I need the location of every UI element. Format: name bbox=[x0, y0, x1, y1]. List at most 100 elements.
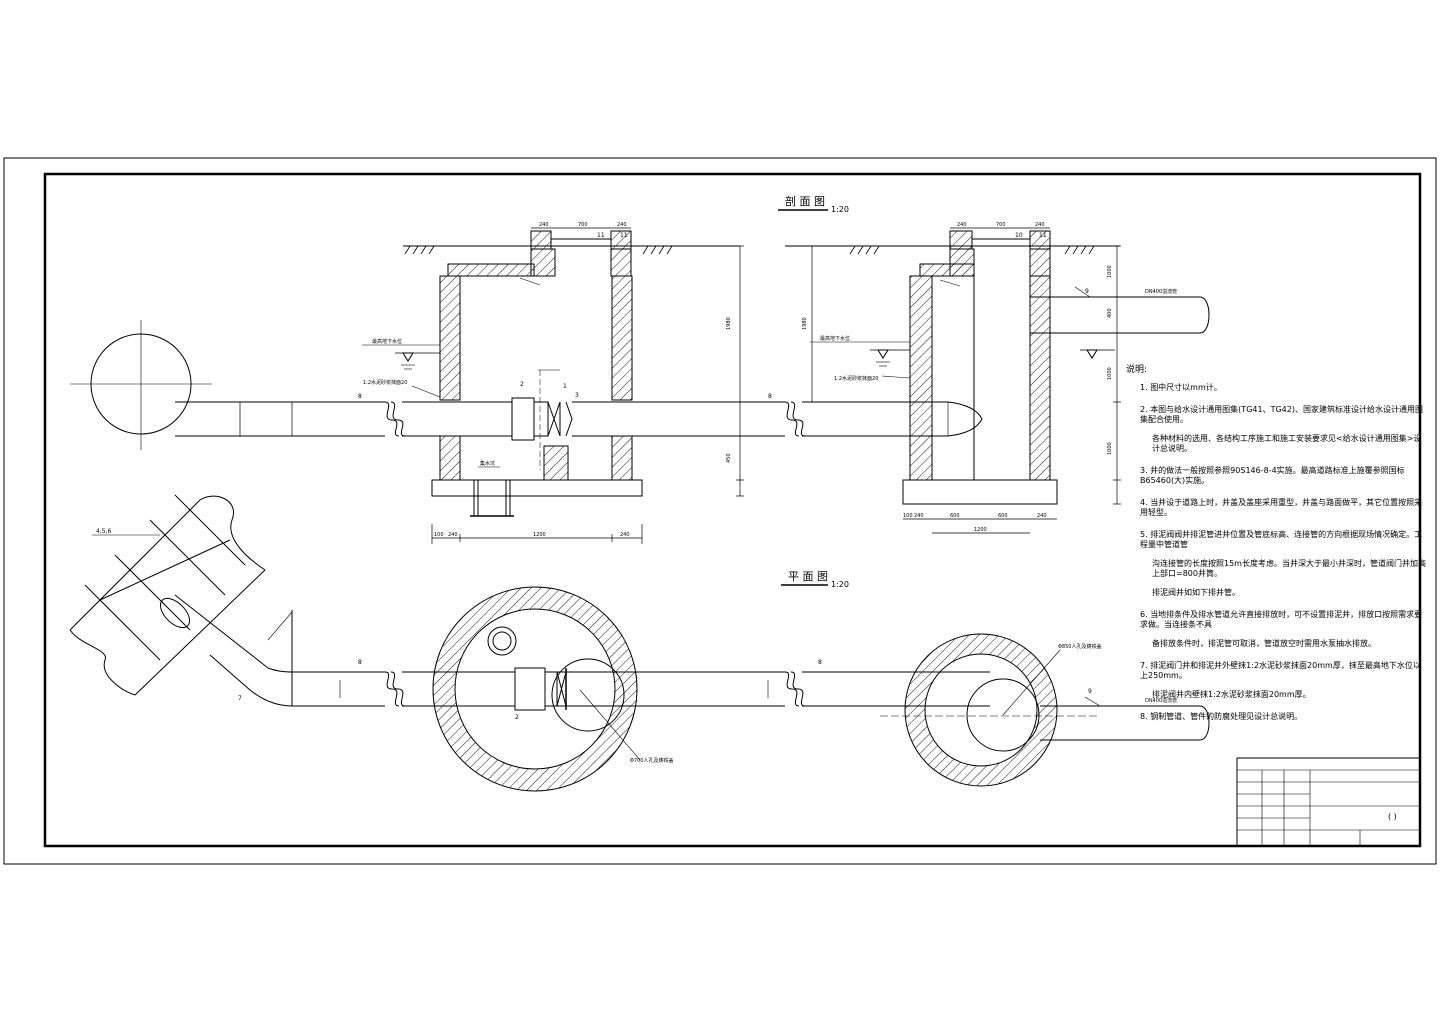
note-item: 2. 本图与给水设计通用图集(TG41、TG42)、国家建筑标准设计给水设计通用… bbox=[1140, 405, 1426, 454]
callout-11-left: 11 bbox=[620, 232, 628, 239]
svg-text:1200: 1200 bbox=[533, 532, 546, 538]
manhole-right-label: Φ850人孔及铸铁盖 bbox=[1058, 643, 1101, 650]
note-text: 排泥阀门井和排泥井外壁抹1:2水泥砂浆抹面20mm厚，抹至最高地下水位以上250… bbox=[1140, 661, 1421, 681]
plaster-label-left: 1:2水泥砂浆抹面20 bbox=[363, 379, 407, 386]
note-number: 5. bbox=[1140, 530, 1148, 540]
callout-8-plan-left: 8 bbox=[358, 659, 362, 666]
note-text: 备排放条件时，排泥管可取消，管道放空时需用水泵抽水排放。 bbox=[1152, 639, 1376, 649]
callout-7-plan: 7 bbox=[238, 695, 242, 702]
svg-text:240: 240 bbox=[957, 222, 967, 228]
outlet-pipe-label-section: DN400溢流管 bbox=[1145, 288, 1177, 295]
callout-8-section-right: 8 bbox=[768, 393, 772, 400]
note-item: 1. 图中尺寸以mm计。 bbox=[1140, 383, 1426, 393]
svg-text:240: 240 bbox=[914, 513, 924, 519]
svg-text:240: 240 bbox=[1037, 513, 1047, 519]
svg-text:1980: 1980 bbox=[802, 317, 808, 330]
note-text: 排泥阀井如如下排井管。 bbox=[1152, 588, 1240, 598]
svg-text:1200: 1200 bbox=[974, 527, 987, 533]
note-line: 4. 当井设于道路上时，井盖及盖座采用重型，井盖与路面做平，其它位置按照采用轻型… bbox=[1140, 498, 1426, 518]
notes-list: 1. 图中尺寸以mm计。 2. 本图与给水设计通用图集(TG41、TG42)、国家… bbox=[1126, 383, 1426, 722]
manhole-left-label: Φ700人孔及铸铁盖 bbox=[630, 757, 673, 764]
svg-text:1000: 1000 bbox=[1107, 367, 1113, 380]
callout-9-section: 9 bbox=[1085, 288, 1089, 295]
callout-2-section: 2 bbox=[520, 381, 524, 388]
note-text: 本图与给水设计通用图集(TG41、TG42)、国家建筑标准设计给水设计通用图集配… bbox=[1140, 405, 1423, 425]
svg-text:400: 400 bbox=[1107, 308, 1113, 318]
note-line: 5. 排泥阀阀井排泥管进井位置及管底标高、连接管的方向根据现场情况确定。工程量中… bbox=[1140, 530, 1426, 550]
svg-text:240: 240 bbox=[617, 222, 627, 228]
notes-title: 说明: bbox=[1126, 365, 1148, 375]
note-text: 当地排条件及排水管道允许直接排放时，可不设置排泥井，排放口按照需求要求做。当连接… bbox=[1140, 610, 1423, 630]
svg-text:100: 100 bbox=[434, 532, 444, 538]
svg-text:1980: 1980 bbox=[726, 317, 732, 330]
note-number: 8. bbox=[1140, 712, 1148, 722]
plaster-label-right: 1:2水泥砂浆抹面20 bbox=[834, 375, 878, 382]
note-item: 4. 当井设于道路上时，井盖及盖座采用重型，井盖与路面做平，其它位置按照采用轻型… bbox=[1140, 498, 1426, 518]
callout-3-section: 3 bbox=[575, 392, 579, 399]
note-text: 井的做法一般按照参照90S146-8-4实施。最高道路标准上施覆参照国标B654… bbox=[1140, 466, 1405, 486]
svg-text:240: 240 bbox=[1035, 222, 1045, 228]
bundle-marks-label: 4,5,6 bbox=[96, 528, 111, 535]
note-number: 3. bbox=[1140, 466, 1148, 476]
title-block bbox=[1236, 757, 1421, 847]
note-text: 当井设于道路上时，井盖及盖座采用重型，井盖与路面做平，其它位置按照采用轻型。 bbox=[1140, 498, 1423, 518]
callout-10-left: 11 bbox=[597, 232, 605, 239]
note-line: 沟连接管的长度按照15m长度考虑。当井深大于最小井深时，管道阀门井加高上部口=8… bbox=[1140, 559, 1426, 579]
sump-label: 集水坑 bbox=[480, 460, 495, 467]
svg-text:240: 240 bbox=[620, 532, 630, 538]
section-scale: 1:20 bbox=[831, 205, 849, 214]
svg-text:600: 600 bbox=[950, 513, 960, 519]
outlet-pipe-label-plan: DN400溢流管 bbox=[1145, 697, 1177, 704]
note-text: 沟连接管的长度按照15m长度考虑。当井深大于最小井深时，管道阀门井加高上部口=8… bbox=[1152, 559, 1426, 579]
section-title: 剖 面 图 bbox=[785, 194, 825, 208]
note-line: 各种材料的选用、各结构工序施工和施工安装要求见<给水设计通用图集>设计总说明。 bbox=[1140, 434, 1426, 454]
plan-title: 平 面 图 bbox=[788, 570, 828, 583]
note-line: 排泥阀井如如下排井管。 bbox=[1140, 588, 1426, 598]
outer-border bbox=[3, 157, 1437, 865]
plan-view bbox=[69, 494, 1210, 792]
svg-text:1000: 1000 bbox=[1107, 442, 1113, 455]
note-item: 3. 井的做法一般按照参照90S146-8-4实施。最高道路标准上施覆参照国标B… bbox=[1140, 466, 1426, 486]
callout-1-section: 1 bbox=[563, 383, 567, 390]
note-text: 排泥阀阀井排泥管进井位置及管底标高、连接管的方向根据现场情况确定。工程量中管道管 bbox=[1140, 530, 1423, 550]
svg-text:700: 700 bbox=[578, 222, 588, 228]
left-section-chamber: 240 700 240 bbox=[70, 222, 744, 544]
note-line: 2. 本图与给水设计通用图集(TG41、TG42)、国家建筑标准设计给水设计通用… bbox=[1140, 405, 1426, 425]
note-item: 7. 排泥阀门井和排泥井外壁抹1:2水泥砂浆抹面20mm厚，抹至最高地下水位以上… bbox=[1140, 661, 1426, 700]
note-text: 钢制管道、管件的防腐处理见设计总说明。 bbox=[1150, 712, 1303, 722]
svg-text:450: 450 bbox=[726, 453, 732, 463]
svg-text:1000: 1000 bbox=[1107, 265, 1113, 278]
note-text: 排泥阀井内壁抹1:2水泥砂浆抹面20mm厚。 bbox=[1152, 690, 1311, 700]
note-number: 4. bbox=[1140, 498, 1148, 508]
note-item: 5. 排泥阀阀井排泥管进井位置及管底标高、连接管的方向根据现场情况确定。工程量中… bbox=[1140, 530, 1426, 598]
note-line: 备排放条件时，排泥管可取消，管道放空时需用水泵抽水排放。 bbox=[1140, 639, 1426, 649]
sheet-number: ( ) bbox=[1388, 812, 1397, 821]
svg-text:700: 700 bbox=[996, 222, 1006, 228]
callout-10-right: 10 bbox=[1015, 232, 1023, 239]
note-number: 1. bbox=[1140, 383, 1148, 393]
plan-scale: 1:20 bbox=[831, 580, 849, 589]
inner-border bbox=[43, 172, 1422, 848]
note-text: 图中尺寸以mm计。 bbox=[1150, 383, 1222, 393]
note-line: 1. 图中尺寸以mm计。 bbox=[1140, 383, 1426, 393]
svg-text:600: 600 bbox=[998, 513, 1008, 519]
note-number: 7. bbox=[1140, 661, 1148, 671]
note-line: 7. 排泥阀门井和排泥井外壁抹1:2水泥砂浆抹面20mm厚，抹至最高地下水位以上… bbox=[1140, 661, 1426, 681]
note-item: 6. 当地排条件及排水管道允许直接排放时，可不设置排泥井，排放口按照需求要求做。… bbox=[1140, 610, 1426, 649]
notes-panel: 说明: 1. 图中尺寸以mm计。 2. 本图与给水设计通用图集(TG41、TG42… bbox=[1126, 365, 1426, 734]
callout-9-plan: 9 bbox=[1088, 688, 1092, 695]
callout-8-plan-right: 8 bbox=[818, 659, 822, 666]
note-line: 排泥阀井内壁抹1:2水泥砂浆抹面20mm厚。 bbox=[1140, 690, 1426, 700]
note-item: 8. 钢制管道、管件的防腐处理见设计总说明。 bbox=[1140, 712, 1426, 722]
callout-2-plan: 2 bbox=[515, 714, 519, 721]
note-line: 6. 当地排条件及排水管道允许直接排放时，可不设置排泥井，排放口按照需求要求做。… bbox=[1140, 610, 1426, 630]
note-text: 各种材料的选用、各结构工序施工和施工安装要求见<给水设计通用图集>设计总说明。 bbox=[1152, 434, 1422, 454]
note-line: 3. 井的做法一般按照参照90S146-8-4实施。最高道路标准上施覆参照国标B… bbox=[1140, 466, 1426, 486]
groundwater-label-left: 最高地下水位 bbox=[372, 338, 402, 345]
callout-11-right: 11 bbox=[1039, 232, 1047, 239]
note-number: 6. bbox=[1140, 610, 1148, 620]
note-number: 2. bbox=[1140, 405, 1148, 415]
callout-8-section-left: 8 bbox=[358, 393, 362, 400]
